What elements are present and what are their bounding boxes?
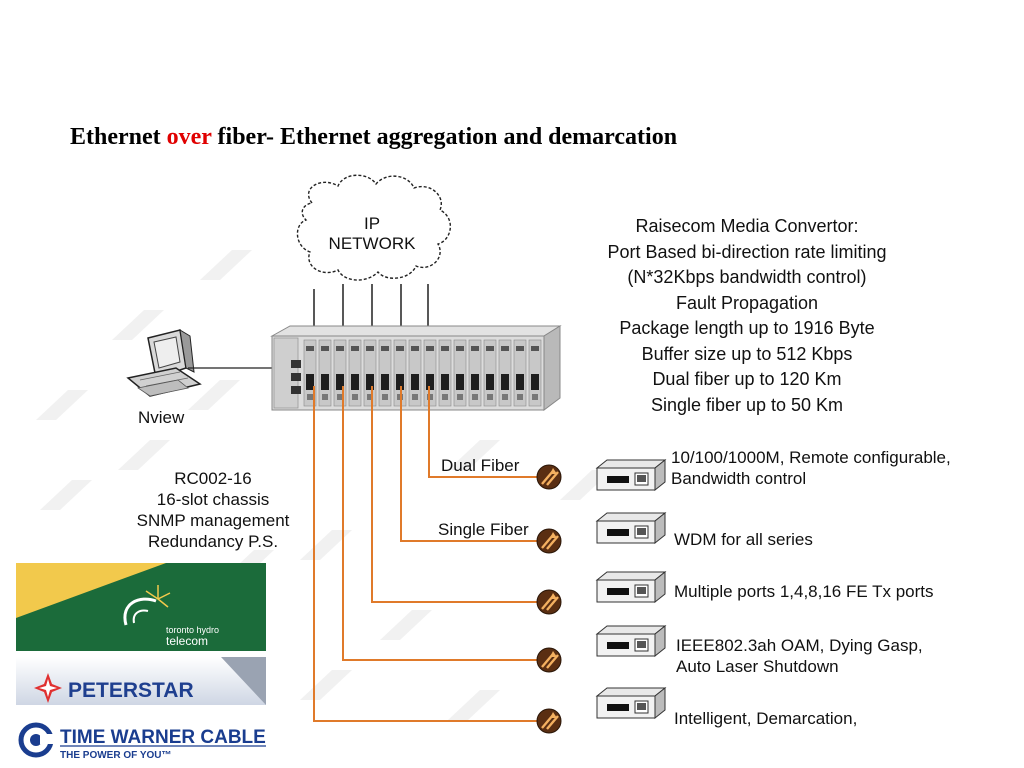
svg-text:toronto hydro: toronto hydro [166, 625, 219, 635]
svg-text:telecom: telecom [166, 634, 208, 648]
svg-text:PETERSTAR: PETERSTAR [68, 679, 194, 702]
computer-icon [126, 329, 202, 397]
chassis-slot [483, 339, 497, 407]
chassis-slot [513, 339, 527, 407]
fiber-lines [313, 386, 552, 722]
chassis-slot [498, 339, 512, 407]
chassis-slot [453, 339, 467, 407]
cloud-label: IP NETWORK [328, 214, 416, 253]
remote-desc-5: Intelligent, Demarcation, [674, 709, 858, 728]
features-heading: Raisecom Media Convertor: [635, 216, 859, 236]
features-list: Raisecom Media Convertor: Port Based bi-… [572, 214, 922, 418]
chassis-slot [438, 339, 452, 407]
slide-title: Ethernet over fiber- Ethernet aggregatio… [70, 124, 678, 150]
converter-icon [595, 458, 667, 492]
feature-item: Package length up to 1916 Byte [619, 318, 875, 338]
remote-desc-1: 10/100/1000M, Remote configurable,Bandwi… [671, 448, 951, 488]
chassis-slot [468, 339, 482, 407]
remote-desc-2: WDM for all series [674, 530, 813, 549]
converter-icon [595, 511, 667, 545]
feature-item: Single fiber up to 50 Km [650, 394, 844, 415]
remote-desc-4: IEEE802.3ah OAM, Dying Gasp,Auto Laser S… [676, 636, 923, 676]
cloud-icon [296, 174, 451, 281]
fiber-connector-icon [536, 708, 562, 734]
converter-icon [595, 624, 667, 658]
chassis-icon [270, 325, 562, 411]
peterstar-logo: PETERSTAR [16, 657, 266, 705]
chassis-slot [333, 339, 347, 407]
feature-item: Buffer size up to 512 Kbps [641, 343, 853, 364]
single-fiber-label: Single Fiber [438, 520, 529, 539]
svg-text:TIME WARNER CABLE: TIME WARNER CABLE [60, 727, 266, 748]
fiber-connector-icon [536, 464, 562, 490]
peterstar-logo-graphic: PETERSTAR [34, 657, 266, 705]
dual-fiber-label: Dual Fiber [441, 456, 520, 475]
remote-desc-3: Multiple ports 1,4,8,16 FE Tx ports [674, 582, 934, 601]
toronto-hydro-logo-graphic: toronto hydro telecom [16, 563, 266, 651]
feature-item: Dual fiber up to 120 Km [652, 369, 842, 389]
fiber-connector-icon [536, 647, 562, 673]
converter-icon [595, 686, 667, 720]
chassis-slot [348, 339, 362, 407]
feature-item: Fault Propagation [675, 292, 819, 313]
chassis-slot [363, 339, 377, 407]
nview-label: Nview [138, 408, 185, 427]
time-warner-cable-logo: TIME WARNER CABLE THE POWER OF YOU™ [16, 716, 268, 764]
toronto-hydro-logo: toronto hydro telecom [16, 563, 266, 651]
fiber-connector-icon [536, 528, 562, 554]
feature-item: Port Based bi-direction rate limiting [607, 241, 887, 262]
chassis-slot [318, 339, 332, 407]
chassis-slot [528, 339, 542, 407]
chassis-description: RC002-16 16-slot chassis SNMP management… [136, 469, 290, 551]
fiber-connector-icon [536, 589, 562, 615]
chassis-slot [378, 339, 392, 407]
svg-text:THE POWER OF YOU™: THE POWER OF YOU™ [60, 750, 172, 761]
converter-icon [595, 570, 667, 604]
feature-item: (N*32Kbps bandwidth control) [627, 267, 867, 287]
title-accent: over [166, 124, 212, 150]
time-warner-cable-logo-graphic: TIME WARNER CABLE THE POWER OF YOU™ [18, 722, 266, 761]
chassis-slot [408, 339, 422, 407]
